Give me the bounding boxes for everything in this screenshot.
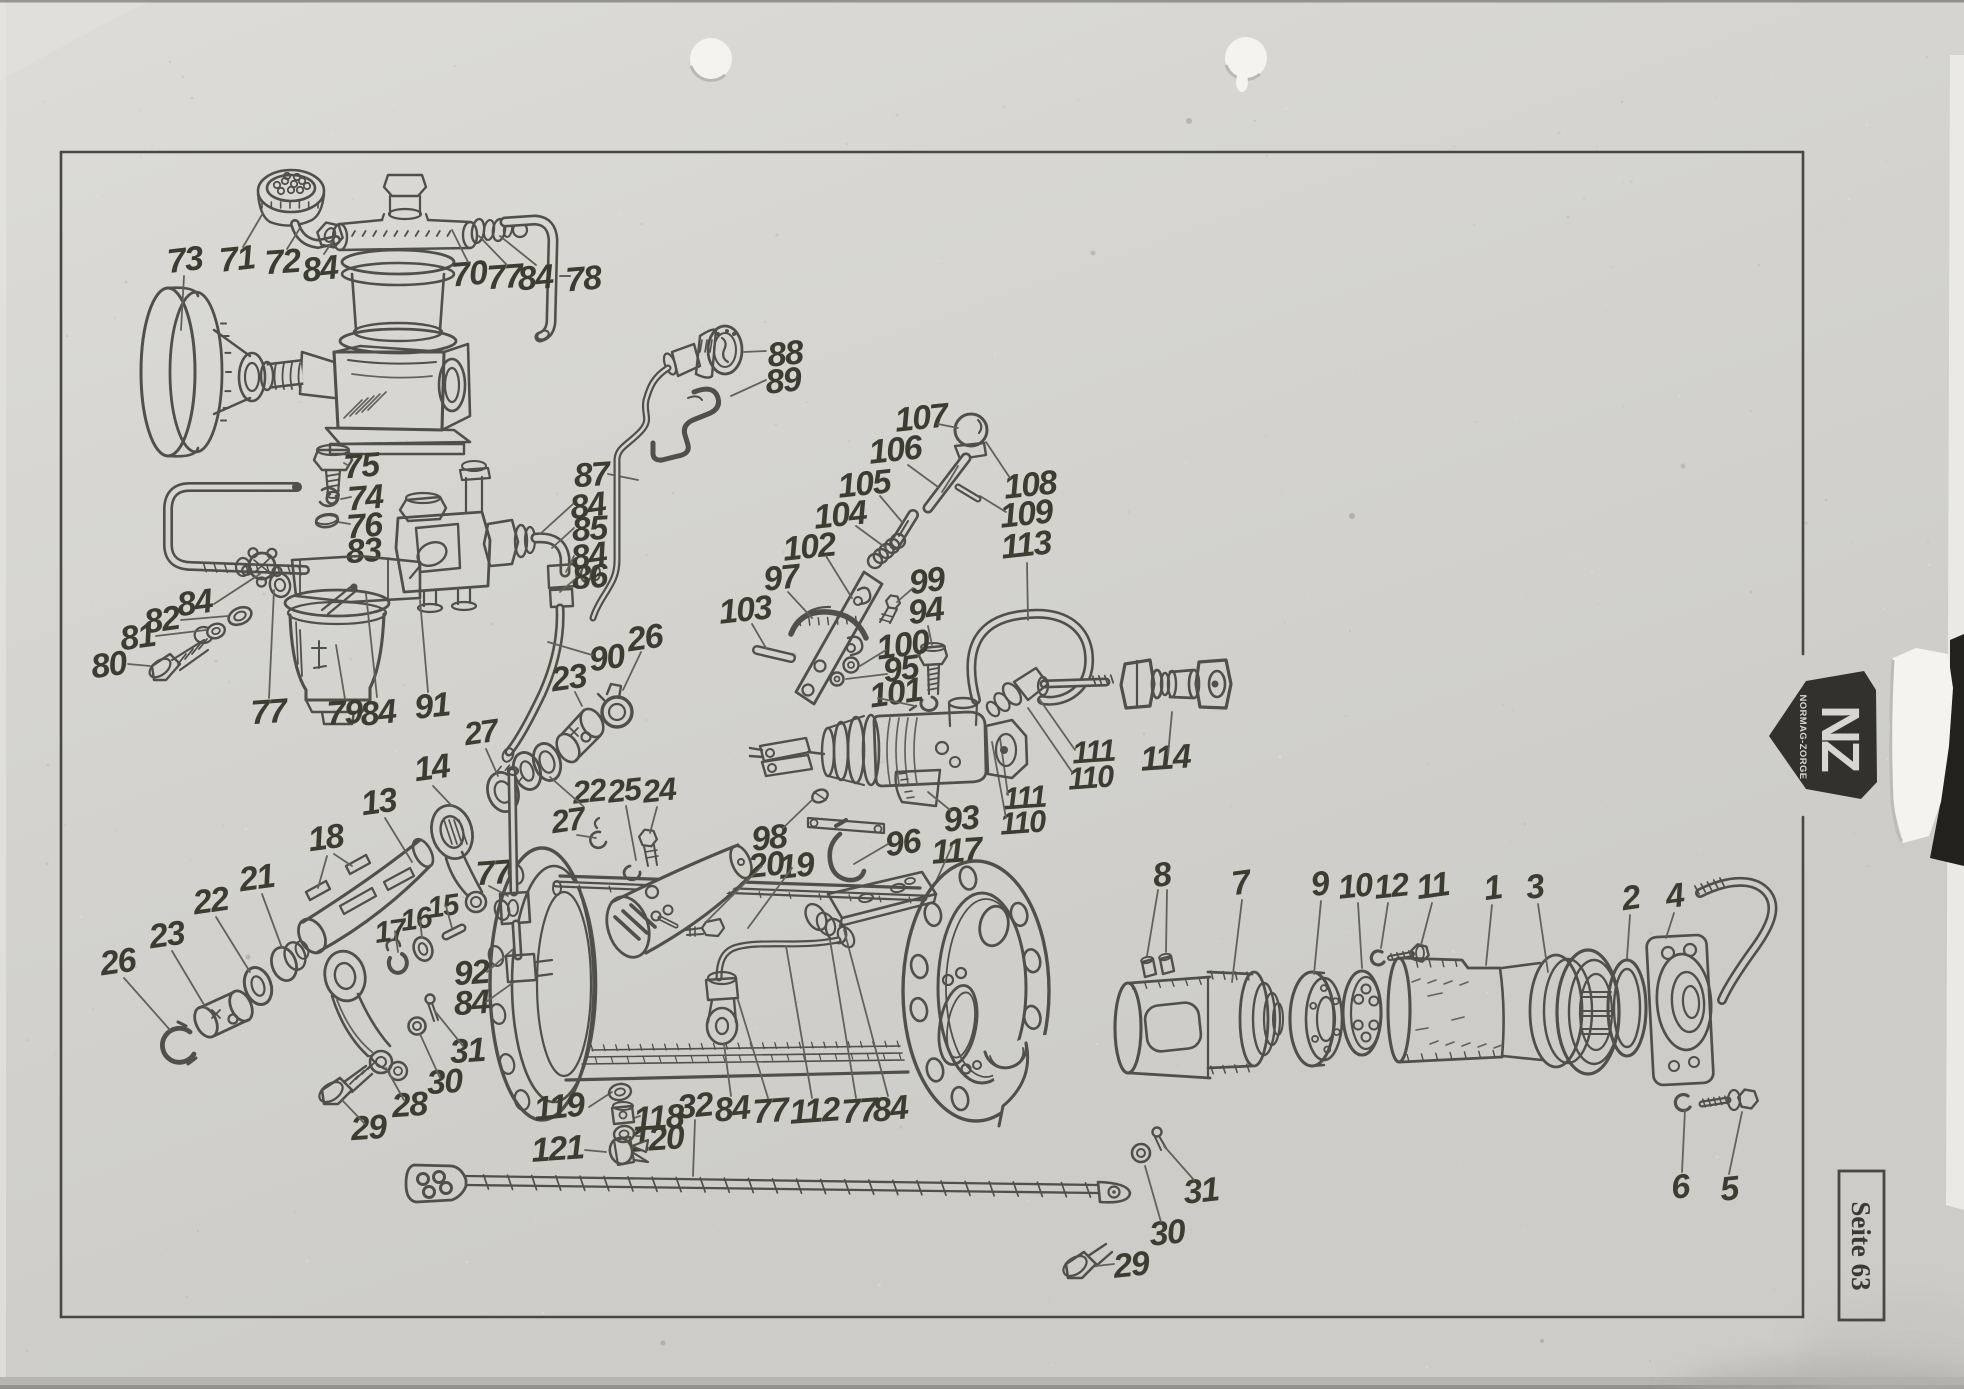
svg-text:81: 81	[118, 616, 158, 659]
svg-text:87: 87	[573, 455, 614, 496]
svg-text:28: 28	[390, 1085, 430, 1126]
svg-text:72: 72	[264, 242, 303, 282]
svg-text:80: 80	[89, 644, 130, 687]
svg-text:92: 92	[453, 953, 492, 993]
svg-text:10: 10	[1336, 865, 1376, 906]
svg-text:112: 112	[788, 1090, 842, 1131]
svg-text:26: 26	[624, 617, 667, 660]
svg-text:110: 110	[999, 803, 1048, 841]
svg-text:83: 83	[345, 531, 384, 571]
svg-text:95: 95	[881, 648, 923, 691]
svg-text:103: 103	[717, 588, 774, 631]
svg-text:74: 74	[346, 477, 386, 518]
svg-text:84: 84	[713, 1088, 753, 1130]
svg-text:84: 84	[359, 692, 399, 734]
svg-text:71: 71	[218, 238, 257, 279]
svg-text:29: 29	[1111, 1244, 1152, 1286]
svg-text:90: 90	[587, 637, 628, 680]
svg-text:70: 70	[450, 253, 490, 294]
svg-text:111: 111	[1071, 733, 1116, 771]
svg-text:91: 91	[413, 685, 452, 726]
svg-text:113: 113	[999, 523, 1054, 566]
svg-text:107: 107	[893, 396, 952, 440]
svg-text:13: 13	[359, 781, 400, 824]
svg-text:6: 6	[1669, 1167, 1693, 1207]
svg-text:106: 106	[867, 428, 925, 472]
svg-text:84: 84	[568, 485, 609, 528]
svg-text:98: 98	[750, 817, 790, 859]
svg-text:118: 118	[632, 1097, 686, 1138]
svg-text:26: 26	[97, 941, 140, 984]
svg-text:12: 12	[1372, 865, 1412, 906]
svg-text:101: 101	[867, 671, 925, 716]
svg-text:85: 85	[571, 509, 611, 550]
svg-text:11: 11	[1414, 865, 1452, 907]
svg-text:77: 77	[475, 853, 516, 894]
svg-text:105: 105	[836, 462, 894, 506]
svg-text:108: 108	[1002, 463, 1059, 506]
svg-text:30: 30	[426, 1062, 465, 1102]
svg-text:77: 77	[752, 1091, 793, 1132]
svg-text:1: 1	[1481, 868, 1504, 908]
svg-text:84: 84	[453, 983, 492, 1023]
svg-text:97: 97	[762, 557, 804, 599]
svg-text:30: 30	[1148, 1212, 1188, 1254]
svg-text:23: 23	[548, 657, 590, 700]
svg-text:109: 109	[998, 492, 1055, 535]
svg-text:23: 23	[146, 914, 188, 957]
svg-text:121: 121	[530, 1128, 585, 1170]
svg-text:119: 119	[532, 1085, 587, 1128]
svg-text:22: 22	[570, 771, 609, 810]
svg-text:89: 89	[764, 360, 804, 402]
svg-text:21: 21	[236, 857, 277, 900]
svg-text:94: 94	[906, 590, 947, 633]
svg-text:73: 73	[165, 239, 206, 281]
svg-text:84: 84	[301, 248, 341, 290]
svg-text:96: 96	[883, 822, 925, 865]
svg-text:22: 22	[190, 880, 232, 923]
svg-text:93: 93	[942, 798, 982, 840]
svg-text:16: 16	[398, 901, 434, 938]
svg-text:99: 99	[907, 560, 948, 603]
svg-text:84: 84	[569, 535, 610, 578]
svg-text:114: 114	[1139, 737, 1193, 778]
svg-text:100: 100	[874, 622, 933, 667]
svg-text:20: 20	[746, 844, 787, 886]
svg-text:120: 120	[630, 1118, 686, 1160]
svg-text:18: 18	[306, 817, 347, 860]
svg-text:NORMAG-ZORGE: NORMAG-ZORGE	[1797, 694, 1808, 779]
svg-text:84: 84	[871, 1088, 911, 1130]
svg-text:5: 5	[1718, 1169, 1742, 1209]
svg-text:14: 14	[412, 747, 453, 790]
svg-text:76: 76	[345, 505, 386, 546]
svg-text:25: 25	[605, 770, 645, 810]
svg-text:31: 31	[1182, 1170, 1221, 1211]
svg-text:31: 31	[449, 1031, 487, 1071]
svg-text:88: 88	[766, 333, 806, 375]
svg-text:Seite 63: Seite 63	[1846, 1201, 1876, 1290]
svg-text:77: 77	[841, 1091, 882, 1132]
svg-text:24: 24	[640, 770, 679, 809]
svg-text:NZ: NZ	[1810, 705, 1870, 772]
svg-text:111: 111	[1002, 779, 1047, 817]
svg-text:77: 77	[250, 692, 291, 733]
svg-text:78: 78	[564, 258, 604, 299]
svg-text:84: 84	[516, 257, 556, 298]
svg-text:110: 110	[1067, 758, 1116, 796]
